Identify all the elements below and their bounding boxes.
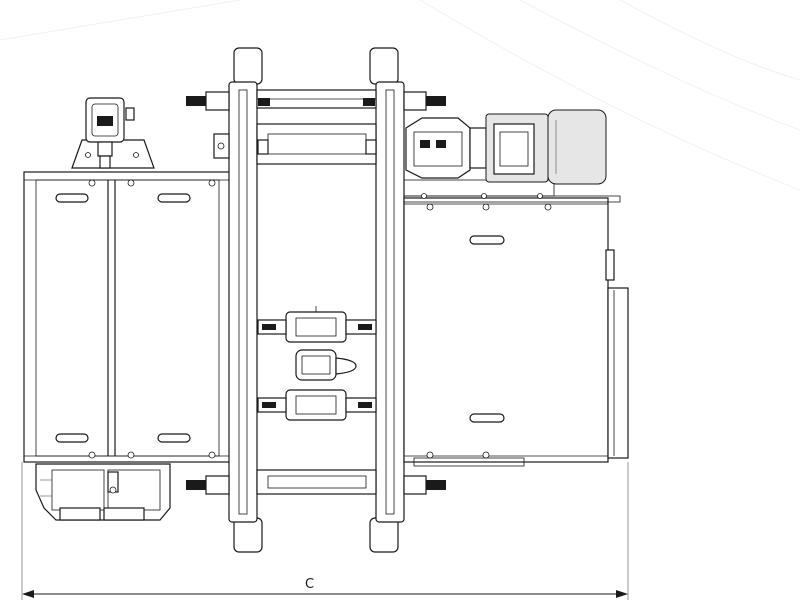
background-arcs (0, 0, 800, 191)
dimension-label: C (305, 577, 314, 592)
right-rail (375, 81, 405, 523)
drive-motor (403, 109, 607, 199)
bottom-right-cap (369, 517, 399, 553)
slot (55, 433, 89, 443)
top-left-cap (233, 47, 263, 85)
slot (469, 413, 505, 423)
slot (157, 433, 191, 443)
left-housing (23, 171, 232, 463)
left-rail (228, 81, 258, 523)
top-right-cap (369, 47, 399, 85)
dimension-c: C (21, 462, 629, 600)
hook-assembly (257, 306, 377, 421)
slot (469, 235, 505, 245)
right-housing (403, 195, 629, 467)
slot (55, 193, 89, 203)
crossbar-bottom (256, 469, 377, 495)
top-brake-unit (71, 97, 155, 169)
slot (157, 193, 191, 203)
bottom-left-cap (233, 517, 263, 553)
center-frame (186, 47, 446, 553)
bottom-gear-motor (35, 463, 171, 521)
crossbar-upper (256, 123, 377, 165)
